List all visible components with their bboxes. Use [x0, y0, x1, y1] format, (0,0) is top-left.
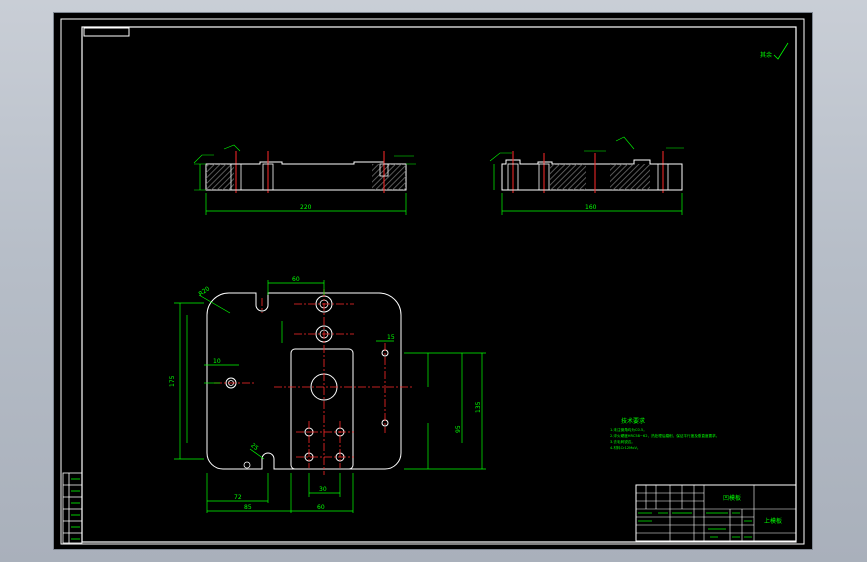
dim-plan-small-2: 15 [387, 334, 395, 341]
plan-centerlines [214, 289, 414, 475]
title-block-label: 凹模板 [723, 494, 741, 502]
dim-plan-bottom-2: 85 [244, 504, 252, 511]
plan-outline [206, 292, 402, 470]
plan-dimension-texts: 60 175 135 95 72 85 60 30 R20 10 15 25 [169, 276, 482, 511]
dim-top-right-width: 160 [585, 204, 597, 211]
section-left-hatch-a [206, 164, 234, 190]
dim-plan-right-height: 135 [475, 401, 482, 413]
left-sheet-strip [62, 472, 83, 544]
tech-notes: 技术要求 1.未注倒角均为C0.5。 2.淬火硬度HRC58~62，热处理后磨削… [610, 417, 719, 450]
section-view-left: 220 [193, 144, 416, 215]
dim-plan-small-3: 25 [249, 442, 259, 452]
dim-plan-bottom-3: 60 [317, 504, 325, 511]
plan-inner-pocket [290, 348, 354, 470]
dim-top-left-width: 220 [300, 204, 312, 211]
section-right-hatch-a [550, 164, 586, 190]
section-right-hatch-b [610, 164, 650, 190]
dim-plan-corner-radius: R20 [197, 285, 211, 298]
dim-plan-small-1: 10 [213, 358, 221, 365]
dim-plan-top: 60 [292, 276, 300, 283]
tech-note-1: 1.未注倒角均为C0.5。 [610, 427, 647, 432]
title-block-name: 上模板 [764, 517, 782, 525]
tech-note-4: 4.材料Cr12MoV。 [610, 445, 641, 450]
tech-note-3: 3.去毛刺锐边。 [610, 439, 635, 444]
cad-viewport[interactable]: 其余 220 [54, 13, 812, 549]
plan-dimensions [174, 280, 486, 513]
dim-plan-left-height: 175 [169, 375, 176, 387]
tech-note-2: 2.淬火硬度HRC58~62，热处理后磨削，保证平行度及垂直度要求。 [610, 433, 719, 438]
outer-frame [60, 18, 805, 545]
dim-plan-bottom-4: 30 [319, 486, 327, 493]
drawing-number-box [83, 27, 130, 37]
tech-notes-heading: 技术要求 [621, 417, 645, 425]
corner-label: 其余 [760, 51, 772, 59]
title-block: 凹模板 上模板 [635, 484, 797, 542]
dim-plan-inner-height: 95 [455, 425, 462, 433]
inner-frame [81, 26, 797, 543]
dim-plan-bottom-1: 72 [234, 494, 242, 501]
section-left-hatch-b [372, 164, 406, 190]
cad-drawing: 其余 220 [60, 18, 805, 545]
roughness-mark: 其余 [760, 42, 789, 60]
section-right-outline [501, 159, 683, 191]
plan-view: 60 175 135 95 72 85 60 30 R20 10 15 25 [169, 276, 486, 513]
left-sheet-strip-marks [71, 478, 80, 540]
section-view-right: 160 [489, 136, 684, 215]
